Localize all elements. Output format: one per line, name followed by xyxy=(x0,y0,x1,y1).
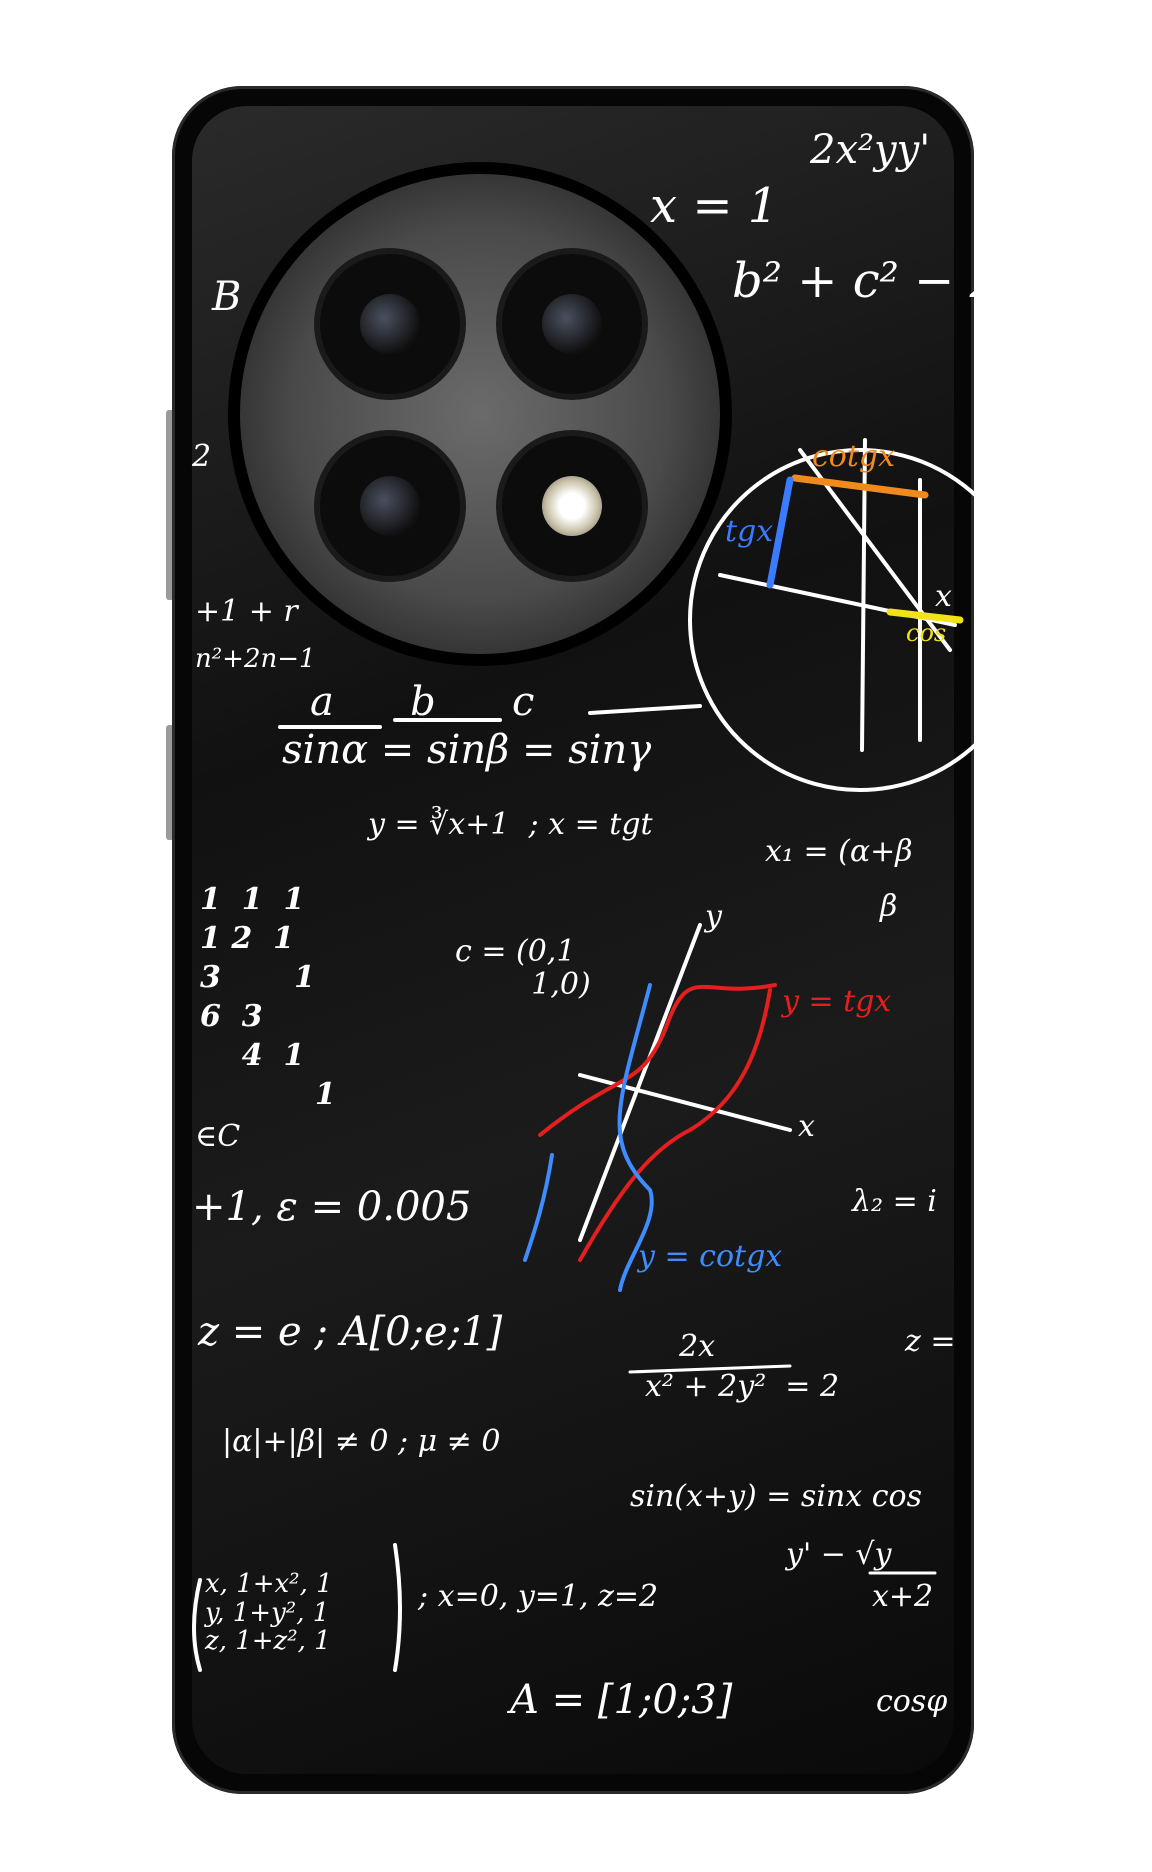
formula: +1 + r xyxy=(195,594,298,629)
formula: β xyxy=(880,889,898,924)
label-y-cotgx: y = cotgx xyxy=(638,1239,783,1274)
formula: A = [1;0;3] xyxy=(510,1677,733,1723)
side-button-upper xyxy=(166,410,174,600)
side-button-lower xyxy=(166,725,174,840)
number-triangle: 1 1 1 1 2 1 3 1 6 3 4 1 1 xyxy=(200,882,336,1112)
cos-segment xyxy=(886,608,964,624)
formula: ∈C xyxy=(195,1119,241,1154)
camera-lens xyxy=(320,254,460,394)
formula: cosφ xyxy=(876,1684,948,1719)
formula: z = e ; A[0;e;1] xyxy=(198,1309,503,1355)
label-cotgx: cotgx xyxy=(812,439,896,474)
formula: 2x xyxy=(660,1329,716,1364)
matrix-bracket xyxy=(192,1543,402,1672)
cotg-curve xyxy=(617,983,654,1292)
formula: B xyxy=(212,274,242,320)
camera-lens xyxy=(502,254,642,394)
formula: y' − √y xyxy=(786,1537,892,1572)
fraction-bar-2 xyxy=(628,1364,792,1374)
camera-lens xyxy=(320,436,460,576)
circle-axis-vertical xyxy=(860,438,867,752)
graph-x-axis xyxy=(578,1073,792,1132)
formula: x+2 xyxy=(872,1579,934,1614)
formula: x xyxy=(935,579,952,614)
cotg-segment xyxy=(791,474,929,499)
formula: x² + 2y² = 2 xyxy=(645,1369,840,1404)
formula: sinα = sinβ = sinγ xyxy=(282,727,652,773)
formula: y = ∛x+1 ; x = tgt xyxy=(368,807,653,842)
formula: sin(x+y) = sinx cos xyxy=(630,1479,922,1514)
formula: x₁ = (α+β xyxy=(765,834,913,869)
label-tgx: tgx xyxy=(725,514,774,549)
formula: 2 xyxy=(192,439,212,474)
graph-y-axis xyxy=(578,923,702,1242)
formula: x = 1 xyxy=(650,178,779,234)
camera-module xyxy=(228,162,732,666)
camera-ring xyxy=(240,174,720,654)
axis-label-x: x xyxy=(798,1109,815,1144)
phone-case xyxy=(172,86,974,1794)
formula: ; x=0, y=1, z=2 xyxy=(418,1579,659,1614)
cotg-curve-2 xyxy=(523,1153,554,1262)
formula: λ₂ = i xyxy=(852,1184,937,1219)
formula: n²+2n−1 xyxy=(195,644,316,674)
formula: b² + c² − 2 xyxy=(732,253,1001,309)
formula: z = xyxy=(905,1324,956,1359)
formula: 2x²yy' xyxy=(810,127,931,173)
label-y-tgx: y = tgx xyxy=(782,984,892,1019)
tg-segment xyxy=(766,476,794,589)
formula: +1, ε = 0.005 xyxy=(192,1184,472,1230)
axis-label-y: y xyxy=(705,899,722,934)
fraction-bar-1 xyxy=(278,704,702,729)
tg-curve-2 xyxy=(578,988,772,1262)
matrix-c: c = (0,1 1,0) xyxy=(455,934,591,1002)
label-cos: cos xyxy=(906,619,947,647)
formula: |α|+|β| ≠ 0 ; μ ≠ 0 xyxy=(222,1424,501,1459)
tg-curve xyxy=(538,983,777,1137)
flash-icon xyxy=(502,436,642,576)
matrix-xyz: x, 1+x², 1 y, 1+y², 1 z, 1+z², 1 xyxy=(205,1569,333,1657)
formula: a b c xyxy=(310,679,535,725)
unit-circle xyxy=(688,448,1012,792)
